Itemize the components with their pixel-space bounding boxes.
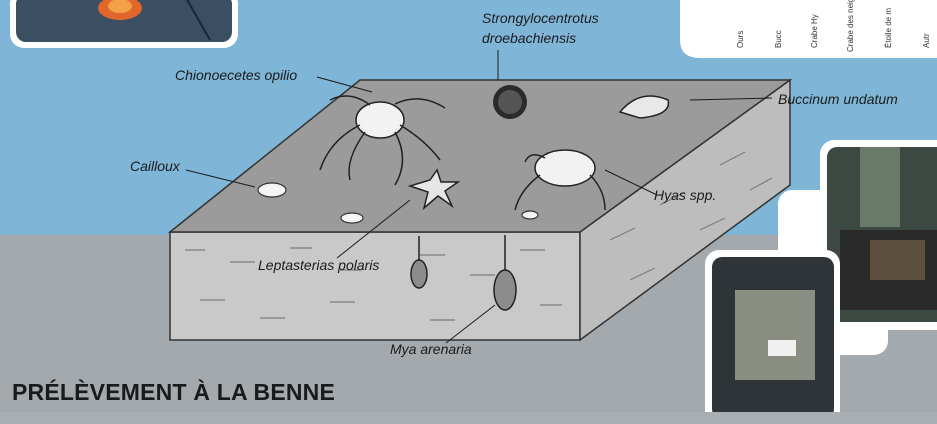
label-hyas: Hyas spp. [654,187,716,203]
label-cailloux: Cailloux [130,158,180,174]
label-mya: Mya arenaria [390,341,472,357]
chart-tick-label: Étoile de m [884,8,893,48]
sediment-front-face [170,232,580,340]
label-strongylocentrotus-line2: droebachiensis [482,30,576,46]
bottom-strip [0,412,937,424]
label-chionoecetes: Chionoecetes opilio [175,67,297,83]
chart-tick-label: Crabe des neig [846,0,855,52]
label-leptasterias: Leptasterias polaris [258,257,379,273]
label-strongylocentrotus-line1: Strongylocentrotus [482,10,599,26]
chart-tick-label: Bucc [774,30,783,48]
label-buccinum: Buccinum undatum [778,91,898,107]
chart-tick-label: Ours [736,31,745,48]
chart-tick-label: Autr [922,33,931,48]
chart-tick-label: Crabe Hy [810,14,819,48]
photo-top-left [10,0,238,48]
sea-urchin-texture [498,90,522,114]
section-heading: PRÉLÈVEMENT À LA BENNE [12,379,335,406]
chart-panel [680,0,937,58]
